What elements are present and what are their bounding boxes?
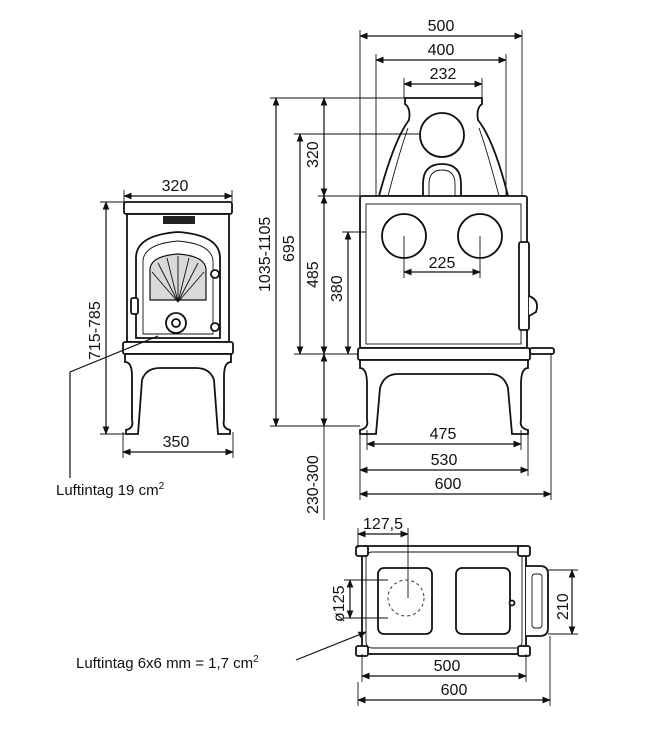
front-air-intake-label: Luftintag 19 cm2 xyxy=(56,481,165,499)
top-offset-label: 127,5 xyxy=(363,516,403,533)
top-diameter-label: ø125 xyxy=(331,585,348,622)
side-width-600-label: 600 xyxy=(435,476,462,493)
side-leg-height-label: 230-300 xyxy=(305,455,322,514)
front-width-base-label: 350 xyxy=(163,434,190,451)
side-width-475-label: 475 xyxy=(430,426,457,443)
top-depth-label: 210 xyxy=(555,593,572,620)
front-width-top-label: 320 xyxy=(162,178,189,195)
top-width-500-label: 500 xyxy=(434,658,461,675)
side-width-500-label: 500 xyxy=(428,18,455,35)
side-height-695-label: 695 xyxy=(281,235,298,262)
top-air-intake-label: Luftintag 6x6 mm = 1,7 cm2 xyxy=(76,654,259,672)
side-height-380-label: 380 xyxy=(329,275,346,302)
front-height-label: 715-785 xyxy=(87,301,104,360)
front-view: 320 715-785 350 Luftintag 19 cm2 xyxy=(56,178,234,499)
side-view: 500 400 232 1035-1105 695 320 485 380 xyxy=(257,18,555,520)
side-height-total-label: 1035-1105 xyxy=(257,217,274,292)
side-width-530-label: 530 xyxy=(431,452,458,469)
side-height-485-label: 485 xyxy=(305,261,322,288)
side-height-320-label: 320 xyxy=(305,141,322,168)
top-view: 127,5 ø125 210 500 600 Luftintag 6x6 mm … xyxy=(76,516,578,706)
side-width-232-label: 232 xyxy=(430,66,457,83)
side-hole-spacing-label: 225 xyxy=(429,255,456,272)
side-width-400-label: 400 xyxy=(428,42,455,59)
top-width-600-label: 600 xyxy=(441,682,468,699)
brand-logo xyxy=(163,216,195,224)
